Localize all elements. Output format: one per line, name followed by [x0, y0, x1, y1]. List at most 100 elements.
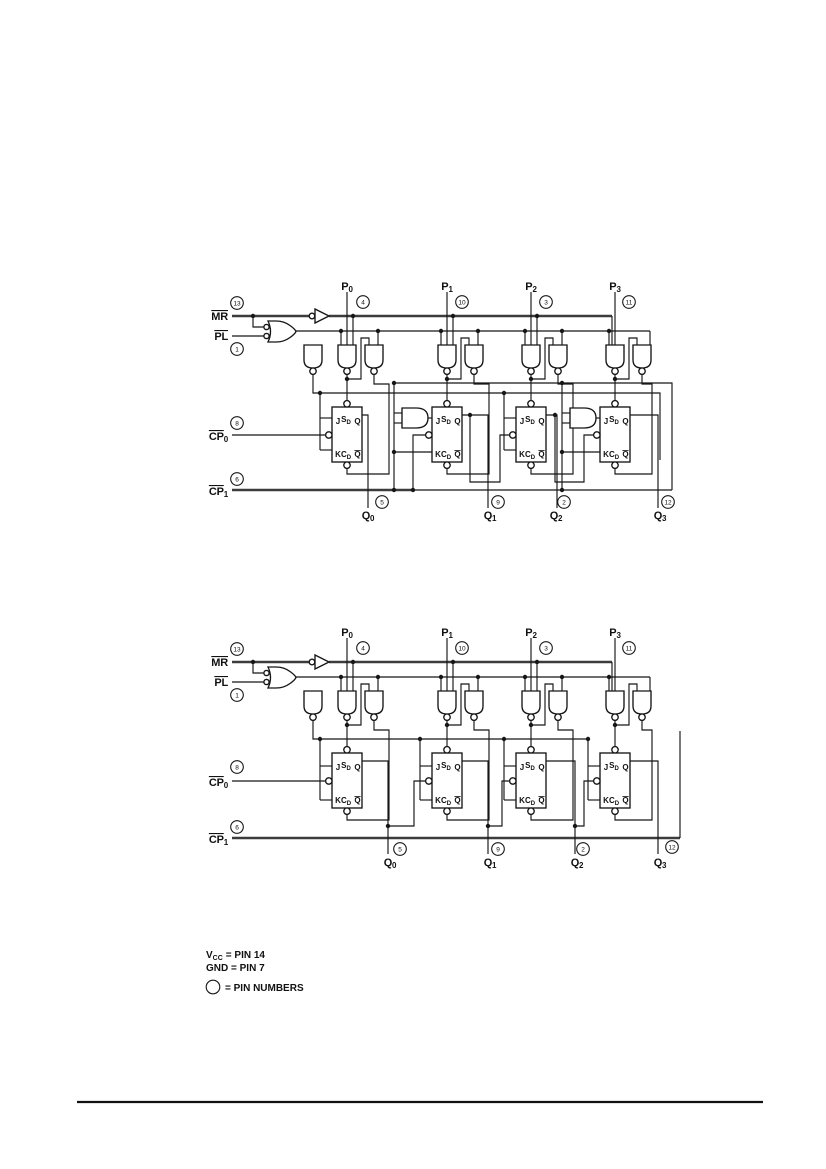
svg-text:13: 13	[233, 646, 241, 653]
pin-badge-p3: 11	[622, 295, 636, 309]
svg-text:10: 10	[458, 299, 466, 306]
inverter-buffer	[308, 308, 330, 324]
pin-badge-p2: 3	[539, 295, 553, 309]
cp1-label: CP1	[209, 834, 229, 847]
svg-text:3: 3	[544, 645, 548, 652]
q1-label: Q1	[484, 510, 497, 523]
svg-text:6: 6	[235, 824, 239, 831]
svg-text:13: 13	[233, 300, 241, 307]
logic-diagram-decade-counter: 13 1 8 6 4 10 3 11 5 9 2 12 MR PL CP0 CP…	[209, 281, 675, 523]
pin-badge-mr: 13	[230, 642, 244, 656]
pin-badge-p2: 3	[539, 641, 553, 655]
svg-text:1: 1	[235, 346, 239, 353]
pin-badge-p0: 4	[356, 641, 370, 655]
svg-text:9: 9	[496, 499, 500, 506]
pin-numbers-note: = PIN NUMBERS	[225, 983, 304, 994]
p0-label: P0	[341, 627, 353, 640]
junction-dots	[250, 313, 618, 493]
jk-flipflop-1	[324, 399, 363, 470]
signal-labels: MR PL CP0 CP1 P0 P1 P2 P3 Q0 Q1 Q2 Q3	[209, 281, 667, 523]
nand-gate	[605, 344, 625, 376]
jk-flipflop-1	[324, 745, 363, 816]
p1-label: P1	[441, 627, 453, 640]
svg-text:6: 6	[235, 476, 239, 483]
svg-text:5: 5	[380, 499, 384, 506]
pin-badge-cp1: 6	[230, 472, 244, 486]
nand-gate	[303, 690, 323, 722]
nand-gate	[548, 344, 568, 376]
svg-text:5: 5	[398, 846, 402, 853]
logic-diagram-binary-counter: 13 1 8 6 4 10 3 11 5 9 2 12 MR PL CP0 CP…	[209, 627, 681, 870]
jk-flipflop-2	[424, 745, 463, 816]
pin-number-symbol-icon	[205, 979, 221, 995]
legend: VCC= PIN 14 GND = PIN 7 = PIN NUMBERS	[205, 950, 304, 995]
wire-network	[232, 638, 681, 854]
q0-label: Q0	[384, 857, 397, 870]
q2-label: Q2	[571, 857, 584, 870]
pin-badge-cp0: 8	[230, 760, 244, 774]
nand-gate	[337, 690, 357, 722]
pin-badge-q3: 12	[661, 495, 675, 509]
pin-badge-p1: 10	[455, 295, 469, 309]
cp1-label: CP1	[209, 486, 229, 499]
nand-gate	[521, 344, 541, 376]
pin-badges: 13 1 8 6 4 10 3 11 5 9 2 12	[230, 295, 675, 509]
svg-text:2: 2	[562, 499, 566, 506]
nand-gate	[605, 690, 625, 722]
pin-badge-p1: 10	[455, 641, 469, 655]
pin-badge-q2: 2	[557, 495, 571, 509]
q3-label: Q3	[654, 857, 667, 870]
svg-text:12: 12	[668, 844, 676, 851]
nor-gate	[263, 666, 297, 689]
svg-text:2: 2	[581, 846, 585, 853]
gnd-pin-note: GND = PIN 7	[206, 963, 265, 974]
p0-label: P0	[341, 281, 353, 294]
pin-badges: 13 1 8 6 4 10 3 11 5 9 2 12	[230, 641, 679, 856]
cp0-label: CP0	[209, 777, 229, 790]
cp0-label: CP0	[209, 431, 229, 444]
jk-flipflop-3	[508, 745, 547, 816]
svg-text:11: 11	[626, 299, 633, 306]
svg-text:12: 12	[664, 499, 672, 506]
pin-badge-pl: 1	[230, 342, 244, 356]
pin-badge-q0: 5	[375, 495, 389, 509]
p2-label: P2	[525, 627, 537, 640]
nand-gate	[437, 344, 457, 376]
nand-gate	[364, 690, 384, 722]
pin-badge-p3: 11	[622, 641, 636, 655]
vcc-pin-note: VCC= PIN 14	[206, 950, 265, 962]
nand-gate	[337, 344, 357, 376]
jk-flipflop-4	[592, 745, 631, 816]
svg-text:4: 4	[361, 645, 365, 652]
pin-badge-q1: 9	[491, 495, 505, 509]
junction-dots	[250, 659, 618, 829]
svg-text:1: 1	[235, 692, 239, 699]
jk-flipflop-3	[508, 399, 547, 470]
pin-badge-cp0: 8	[230, 416, 244, 430]
pin-badge-pl: 1	[230, 688, 244, 702]
nand-gate	[464, 344, 484, 376]
wire-network	[232, 292, 673, 508]
pin-badge-p0: 4	[356, 295, 370, 309]
p3-label: P3	[609, 281, 621, 294]
nor-gate	[263, 320, 297, 343]
p1-label: P1	[441, 281, 453, 294]
nand-gate	[632, 690, 652, 722]
nand-gate	[521, 690, 541, 722]
svg-text:11: 11	[626, 645, 633, 652]
nand-gate	[464, 690, 484, 722]
nand-gate	[548, 690, 568, 722]
pin-badge-q1: 9	[491, 842, 505, 856]
pl-label: PL	[214, 331, 228, 343]
svg-text:9: 9	[496, 846, 500, 853]
pin-badge-q2: 2	[576, 842, 590, 856]
mr-label: MR	[211, 311, 228, 323]
inverter-buffer	[308, 654, 330, 670]
p3-label: P3	[609, 627, 621, 640]
q2-label: Q2	[550, 510, 563, 523]
jk-flipflop-4	[592, 399, 631, 470]
nand-gate	[632, 344, 652, 376]
pin-badge-q3: 12	[665, 840, 679, 854]
signal-labels: MR PL CP0 CP1 P0 P1 P2 P3 Q0 Q1 Q2 Q3	[209, 627, 667, 870]
